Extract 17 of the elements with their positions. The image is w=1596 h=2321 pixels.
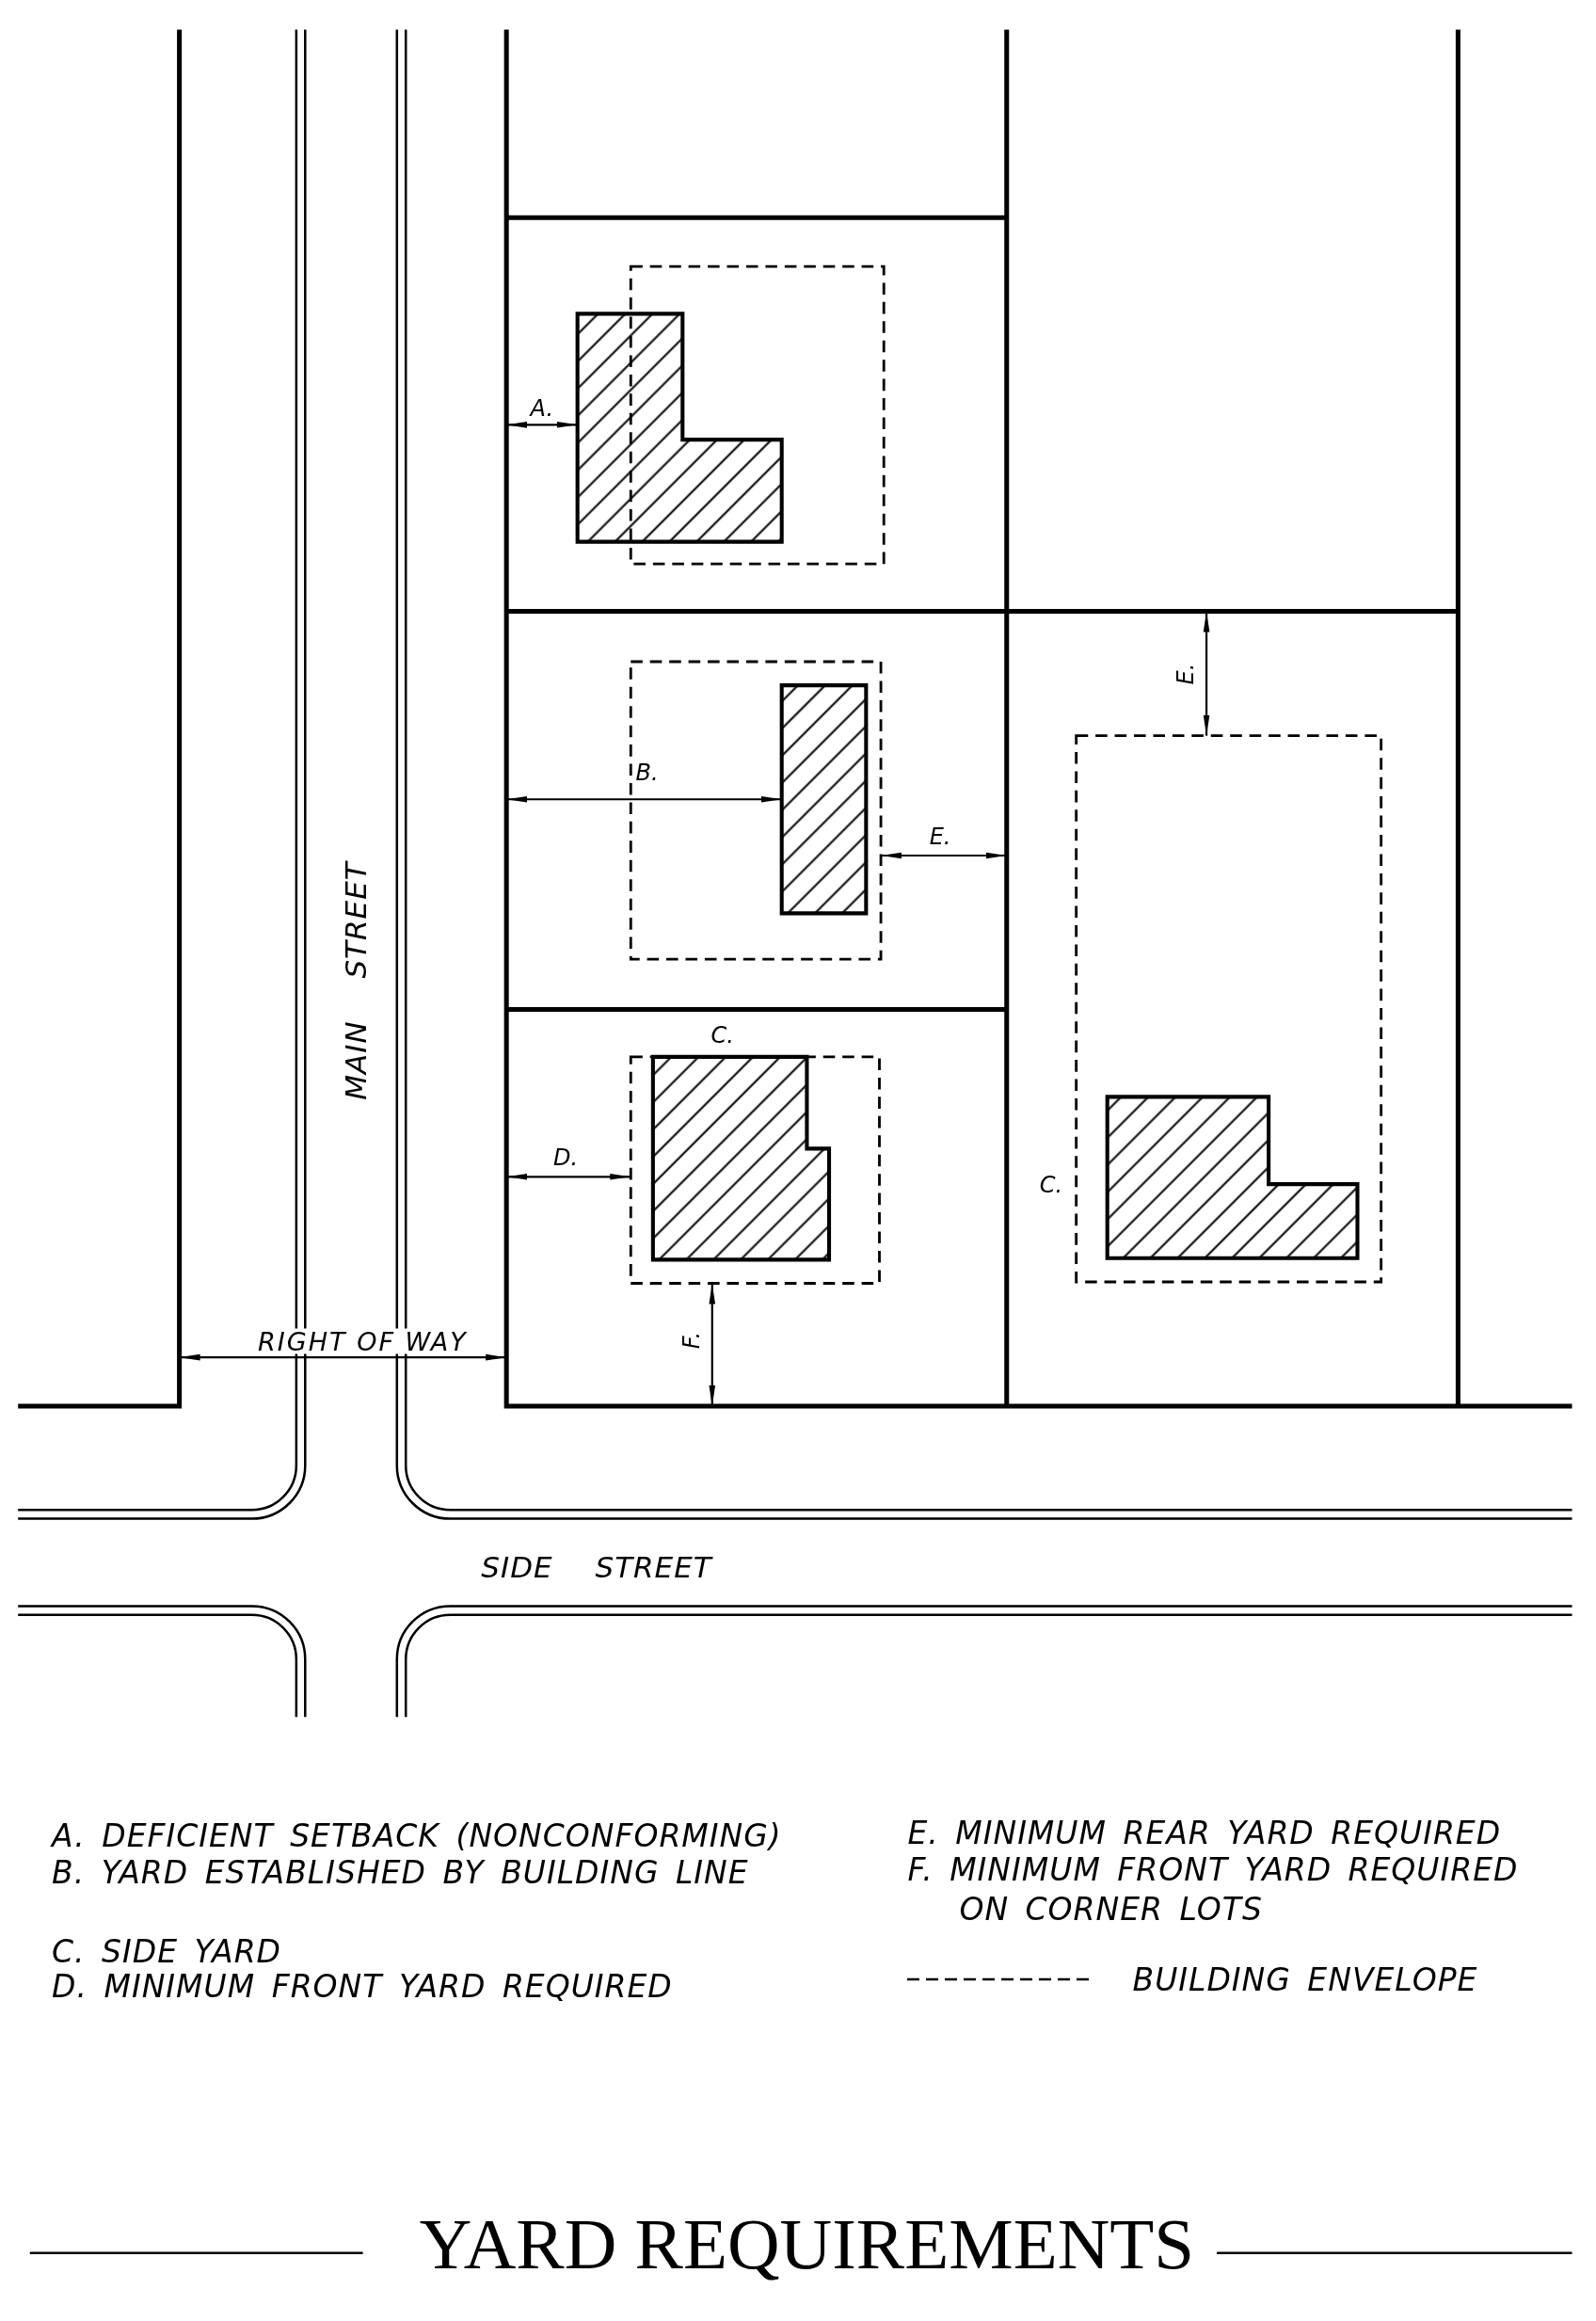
key-note: B. YARD ESTABLISHED BY BUILDING LINE [52, 1853, 749, 1894]
street-name: MAIN STREET [341, 860, 371, 1100]
dimension-label: C. [710, 1023, 734, 1047]
dimension-label: F. [679, 1331, 703, 1349]
dimension-label: E. [929, 824, 951, 848]
dimension-label: A. [530, 397, 554, 421]
diagram-title: YARD REQUIREMENTS [419, 2207, 1195, 2280]
key-note: E. MINIMUM REAR YARD REQUIRED [907, 1813, 1502, 1853]
dimension-label: B. [635, 761, 659, 785]
key-note: F. MINIMUM FRONT YARD REQUIRED ON CORNER LOTS [907, 1850, 1520, 1930]
dimension-label: C. [1039, 1173, 1063, 1196]
key-note: A. DEFICIENT SETBACK (NONCONFORMING) [52, 1816, 782, 1856]
dimension-label: D. [552, 1146, 579, 1170]
legend-label: BUILDING ENVELOPE [1132, 1963, 1478, 1995]
street-name: SIDE STREET [481, 1552, 712, 1582]
dimension-label: E. [1174, 663, 1198, 685]
dimension-label: RIGHT OF WAY [256, 1328, 470, 1354]
